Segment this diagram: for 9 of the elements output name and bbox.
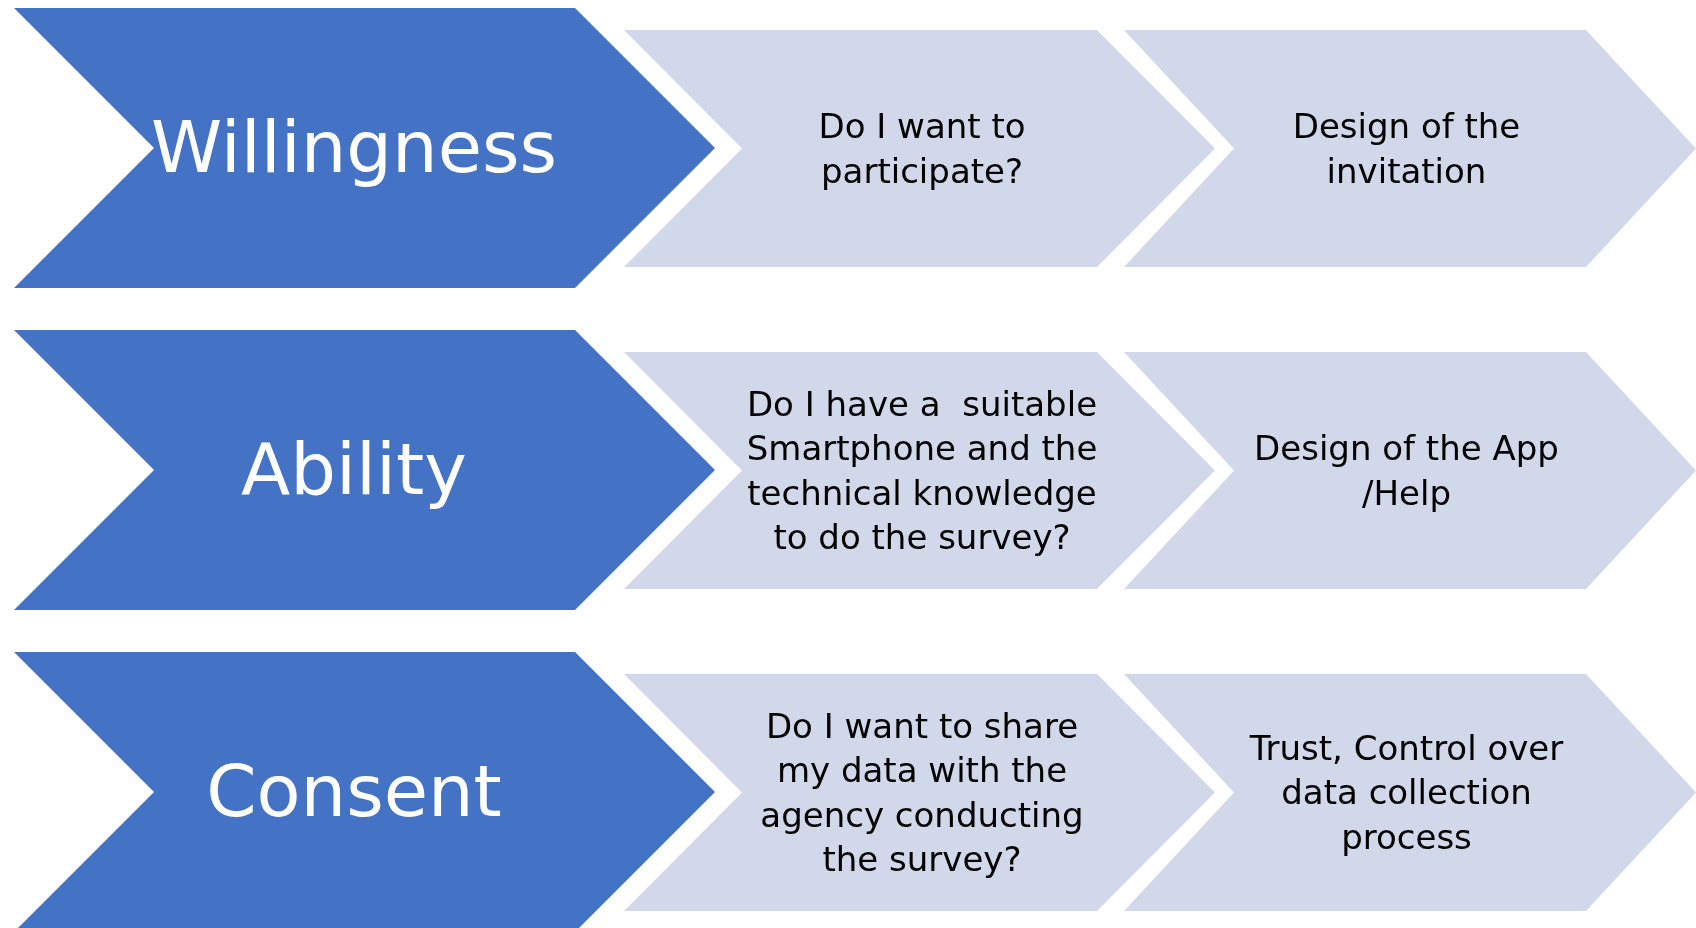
heading-text: Willingness (151, 104, 557, 192)
step-text: Do I want to share my data with the agency conducting the survey? (759, 705, 1085, 881)
heading-text: Consent (206, 748, 502, 836)
heading-text: Ability (241, 426, 467, 514)
step-text: Design of the App /Help (1253, 427, 1560, 515)
step-text: Do I want to participate? (817, 105, 1027, 193)
step-text: Design of the invitation (1291, 105, 1522, 193)
step-text: Do I have a suitable Smartphone and the technical knowledge to do the survey? (745, 383, 1099, 559)
step-text: Trust, Control over data collection process (1248, 727, 1565, 859)
